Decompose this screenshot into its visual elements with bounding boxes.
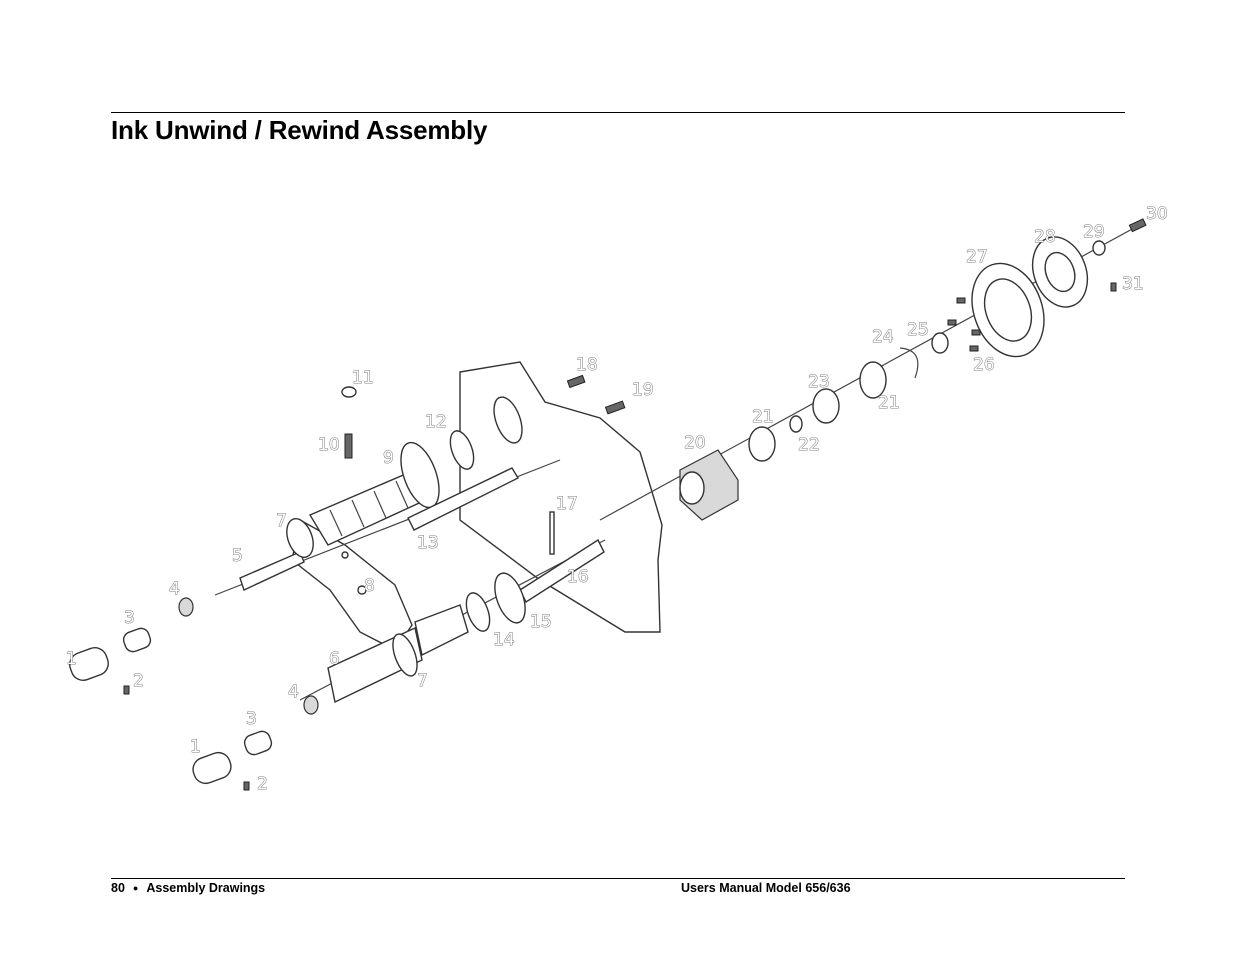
part-label: 19	[632, 380, 654, 400]
washer-12	[449, 430, 475, 470]
part-label: 15	[530, 612, 552, 632]
part-label: 4	[169, 579, 180, 599]
washer-21a	[748, 426, 776, 462]
screw-18	[566, 374, 586, 389]
part-label: 13	[417, 533, 439, 553]
header-rule	[111, 112, 1125, 113]
end-cap-lower	[192, 751, 232, 785]
part-label: 21	[752, 407, 774, 427]
screw-26c	[971, 329, 981, 336]
arm-plate-hole	[341, 551, 349, 559]
washer-29	[1092, 240, 1106, 256]
part-label: 9	[383, 448, 394, 468]
washer-21b	[859, 361, 887, 399]
page-title: Ink Unwind / Rewind Assembly	[111, 115, 488, 145]
bearing-upper	[178, 597, 194, 617]
screw-19	[604, 400, 626, 415]
part-label: 17	[556, 494, 578, 514]
part-label: 31	[1122, 274, 1144, 294]
washer-14	[465, 592, 491, 632]
footer-left: 80 ● Assembly Drawings	[111, 881, 265, 895]
lower-roller-gear	[414, 604, 469, 657]
manual-title: Users Manual Model 656/636	[681, 881, 851, 895]
part-label: 8	[364, 576, 375, 596]
bushing-upper	[286, 518, 314, 558]
part-label: 28	[1034, 227, 1056, 247]
part-label: 14	[493, 630, 515, 650]
upper-shaft	[239, 551, 305, 591]
arm-plate-hole	[357, 585, 367, 595]
part-label: 18	[576, 355, 598, 375]
part-label: 7	[417, 671, 428, 691]
washer-15	[494, 572, 526, 624]
part-label: 3	[124, 608, 135, 628]
bearing-23	[812, 388, 840, 424]
footer-bullet: ●	[132, 883, 139, 893]
drawing-detail	[329, 509, 343, 537]
part-label: 20	[684, 433, 706, 453]
key-bar	[407, 467, 519, 531]
part-label: 7	[276, 511, 287, 531]
part-label: 4	[288, 682, 299, 702]
part-label: 1	[190, 737, 201, 757]
screw-26b	[947, 319, 957, 326]
part-label: 12	[425, 412, 447, 432]
part-label: 22	[798, 435, 820, 455]
drawing-detail	[1044, 251, 1076, 293]
clip-24	[899, 347, 919, 379]
part-label: 16	[567, 567, 589, 587]
drawing-detail	[373, 490, 387, 519]
part-label: 10	[318, 435, 340, 455]
part-label: 2	[257, 774, 268, 794]
screw-26a	[956, 297, 966, 304]
set-screw-upper	[123, 685, 130, 695]
collar-upper	[122, 627, 152, 653]
mount-disc	[493, 396, 523, 444]
collar-lower	[243, 730, 273, 756]
drawing-detail	[395, 480, 409, 509]
bearing-22	[789, 415, 803, 433]
bushing-lower	[392, 633, 418, 677]
part-label: 11	[352, 368, 374, 388]
set-screw-lower	[243, 781, 250, 791]
bearing-lower	[303, 695, 319, 715]
part-label: 23	[808, 372, 830, 392]
part-label: 27	[966, 247, 988, 267]
part-label: 25	[907, 320, 929, 340]
page-number: 80	[111, 881, 125, 895]
footer-rule	[111, 878, 1125, 879]
part-label: 5	[232, 546, 243, 566]
drawing-detail	[983, 278, 1033, 342]
screw-10	[344, 433, 353, 459]
part-label: 30	[1146, 204, 1168, 224]
part-label: 2	[133, 671, 144, 691]
part-label: 3	[246, 709, 257, 729]
cap-11	[341, 386, 357, 398]
part-label: 29	[1083, 222, 1105, 242]
part-label: 1	[66, 649, 77, 669]
part-label: 26	[973, 355, 995, 375]
section-name: Assembly Drawings	[146, 881, 266, 895]
collar-25	[931, 332, 949, 354]
hub-20-face	[679, 471, 705, 505]
screw-30	[1128, 218, 1147, 233]
part-label: 24	[872, 327, 894, 347]
part-label: 6	[329, 649, 340, 669]
set-screw-31	[1110, 282, 1117, 292]
screw-26d	[969, 345, 979, 352]
end-cap-upper	[69, 647, 109, 681]
part-label: 21	[878, 393, 900, 413]
pin-17	[549, 511, 555, 555]
drawing-detail	[351, 499, 365, 528]
